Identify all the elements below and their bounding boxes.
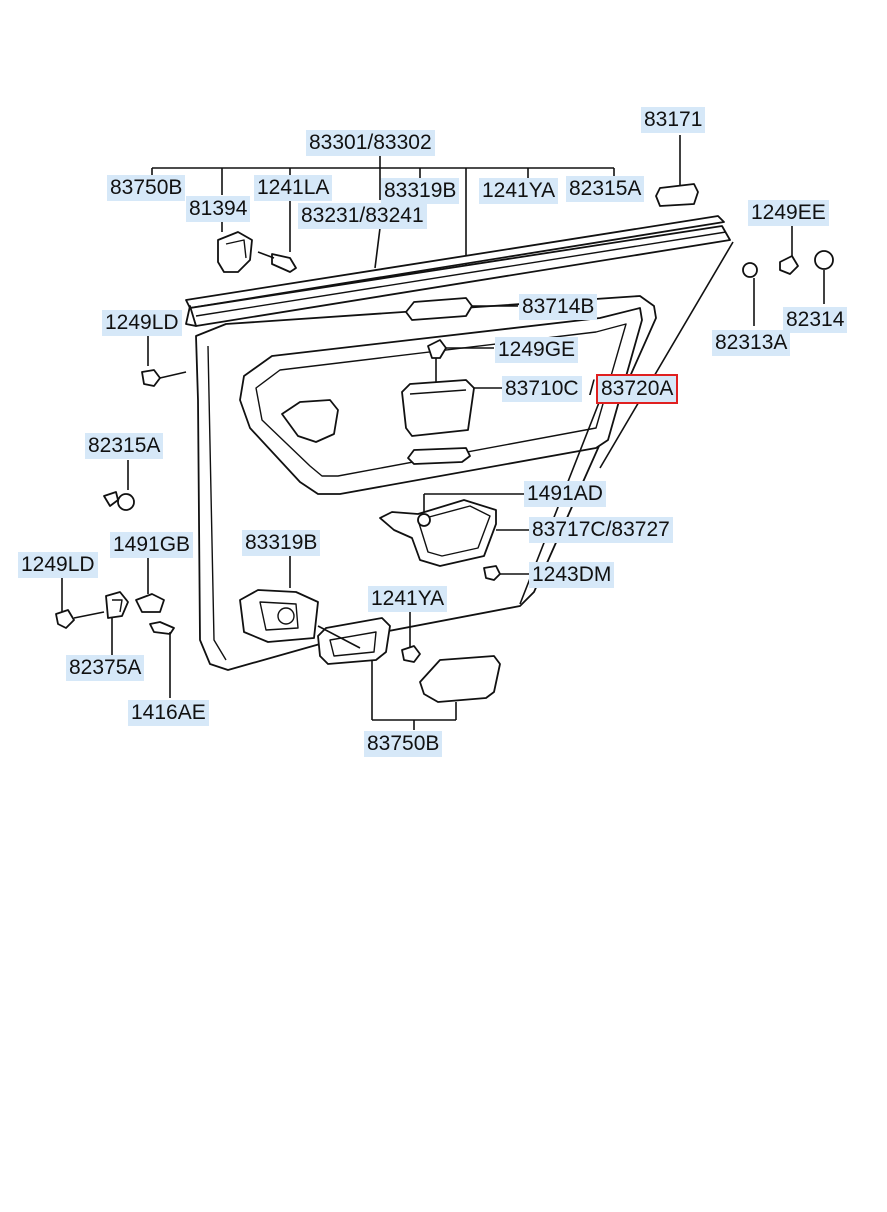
label-82314[interactable]: 82314: [783, 307, 848, 333]
label-1491ad[interactable]: 1491AD: [524, 481, 606, 507]
label-83301-83302[interactable]: 83301/83302: [306, 130, 435, 156]
label-1241ya-mid[interactable]: 1241YA: [368, 586, 448, 612]
label-82375a[interactable]: 82375A: [66, 655, 145, 681]
label-83720a-highlighted[interactable]: 83720A: [595, 374, 679, 404]
label-1243dm[interactable]: 1243DM: [529, 562, 615, 588]
label-1416ae[interactable]: 1416AE: [128, 700, 209, 726]
label-83717c-83727[interactable]: 83717C/83727: [529, 517, 673, 543]
label-83301: 83301: [309, 131, 368, 154]
label-83717c: 83717C: [532, 518, 606, 541]
label-81394[interactable]: 81394: [186, 196, 251, 222]
label-1241ya-top[interactable]: 1241YA: [479, 178, 559, 204]
separator-83710c-83720a: /: [589, 377, 595, 400]
separator: /: [367, 131, 374, 154]
label-83231-83241[interactable]: 83231/83241: [298, 203, 427, 229]
label-83241: 83241: [365, 204, 424, 227]
label-82315a-left[interactable]: 82315A: [85, 433, 164, 459]
separator: /: [605, 518, 612, 541]
label-83727: 83727: [611, 518, 670, 541]
label-83750b-bottom[interactable]: 83750B: [364, 731, 443, 757]
label-83231: 83231: [301, 204, 360, 227]
label-83710c[interactable]: 83710C: [502, 376, 582, 402]
label-82313a[interactable]: 82313A: [712, 330, 791, 356]
label-1249ld-top[interactable]: 1249LD: [102, 310, 182, 336]
label-83171[interactable]: 83171: [641, 107, 706, 133]
label-83714b[interactable]: 83714B: [519, 294, 598, 320]
label-83302: 83302: [373, 131, 432, 154]
label-1249ge[interactable]: 1249GE: [495, 337, 579, 363]
label-83750b-top[interactable]: 83750B: [107, 175, 186, 201]
label-1249ee[interactable]: 1249EE: [748, 200, 829, 226]
separator: /: [359, 204, 366, 227]
label-82315a-top[interactable]: 82315A: [566, 176, 645, 202]
label-1241la[interactable]: 1241LA: [254, 175, 333, 201]
label-1491gb[interactable]: 1491GB: [110, 532, 194, 558]
label-83319b-mid[interactable]: 83319B: [242, 530, 321, 556]
label-1249ld-left[interactable]: 1249LD: [18, 552, 98, 578]
label-83319b-top[interactable]: 83319B: [381, 178, 460, 204]
